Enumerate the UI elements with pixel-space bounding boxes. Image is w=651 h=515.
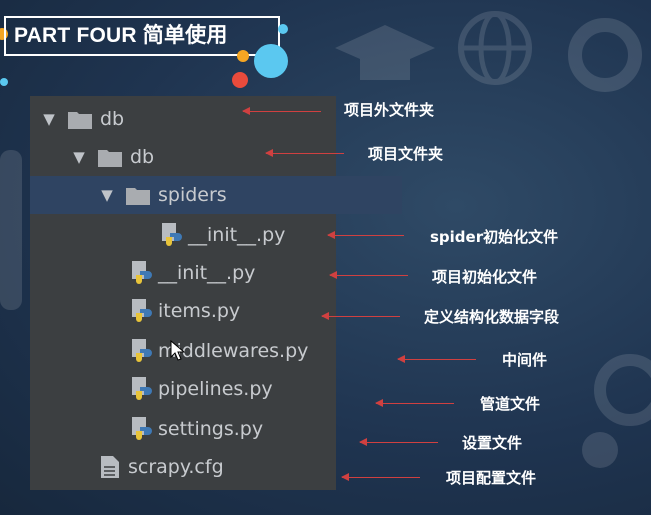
annotation-label-settings: 设置文件 [462, 434, 523, 452]
python-file-icon [132, 417, 152, 440]
tree-row-spiders[interactable]: ▼ spiders [30, 176, 402, 214]
annotation-arrow [321, 312, 400, 320]
tree-row-settings[interactable]: settings.py [30, 410, 436, 448]
annotation-arrow [375, 399, 454, 407]
python-file-icon [132, 339, 152, 362]
tree-row-spiders-init[interactable]: __init__.py [30, 216, 466, 254]
python-file-icon [132, 261, 152, 284]
blue-dot-small-decoration [278, 24, 288, 34]
gear-icon [568, 18, 642, 92]
config-file-icon [101, 456, 119, 478]
tree-row-db-outer[interactable]: ▼ db [30, 100, 344, 138]
folder-icon [68, 111, 92, 129]
red-dot-decoration [232, 72, 248, 88]
annotation-label-pipelines: 管道文件 [480, 395, 541, 413]
folder-icon [126, 187, 150, 205]
tree-row-items[interactable]: items.py [30, 292, 436, 330]
folder-icon [98, 149, 122, 167]
tree-row-middlewares[interactable]: middlewares.py [30, 332, 436, 370]
annotation-label-project-folder: 项目文件夹 [368, 145, 444, 163]
python-file-icon [162, 223, 182, 246]
globe-icon [458, 11, 532, 85]
expand-arrow-icon[interactable]: ▼ [43, 110, 55, 128]
python-file-icon [132, 377, 152, 400]
annotation-arrow [242, 107, 321, 115]
annotation-label-spider-init: spider初始化文件 [430, 228, 559, 246]
tree-row-pipelines[interactable]: pipelines.py [30, 370, 436, 408]
blue-dot-tiny-decoration [0, 78, 8, 86]
tree-row-label: spiders [158, 184, 227, 206]
tree-row-label: settings.py [158, 418, 264, 440]
blue-dot-large-decoration [254, 44, 288, 78]
tree-row-scrapy-cfg[interactable]: scrapy.cfg [30, 448, 406, 486]
network-icon [582, 354, 651, 468]
tree-row-label: db [130, 146, 155, 168]
annotation-label-project-init: 项目初始化文件 [432, 268, 538, 286]
orange-dot-decoration-2 [237, 50, 249, 62]
annotation-arrow [397, 355, 476, 363]
mouse-cursor-icon [170, 340, 186, 361]
annotation-label-items: 定义结构化数据字段 [424, 308, 560, 326]
project-tree: ▼ db ▼ db ▼ spiders __init__.py [30, 96, 402, 490]
tree-row-label: db [100, 108, 125, 130]
tree-row-db-inner[interactable]: ▼ db [30, 138, 374, 176]
expand-arrow-icon[interactable]: ▼ [73, 148, 85, 166]
tree-row-label: scrapy.cfg [128, 456, 224, 478]
annotation-arrow [327, 231, 404, 239]
bulb-icon [0, 150, 22, 310]
tree-row-label: __init__.py [188, 224, 286, 246]
annotation-arrow [341, 473, 420, 481]
expand-arrow-icon[interactable]: ▼ [101, 186, 113, 204]
annotation-arrow [329, 271, 408, 279]
annotation-label-scrapy-cfg: 项目配置文件 [446, 469, 537, 487]
graduation-cap-icon [335, 25, 435, 80]
tree-row-label: middlewares.py [158, 340, 309, 362]
annotation-label-outer-folder: 项目外文件夹 [344, 101, 435, 119]
python-file-icon [132, 299, 152, 322]
annotation-label-middlewares: 中间件 [502, 351, 548, 369]
tree-row-label: __init__.py [158, 262, 256, 284]
tree-row-init[interactable]: __init__.py [30, 254, 436, 292]
tree-row-label: items.py [158, 300, 241, 322]
annotation-arrow [359, 438, 438, 446]
page-title: PART FOUR 简单使用 [4, 16, 280, 56]
tree-row-label: pipelines.py [158, 378, 273, 400]
annotation-arrow [265, 149, 344, 157]
